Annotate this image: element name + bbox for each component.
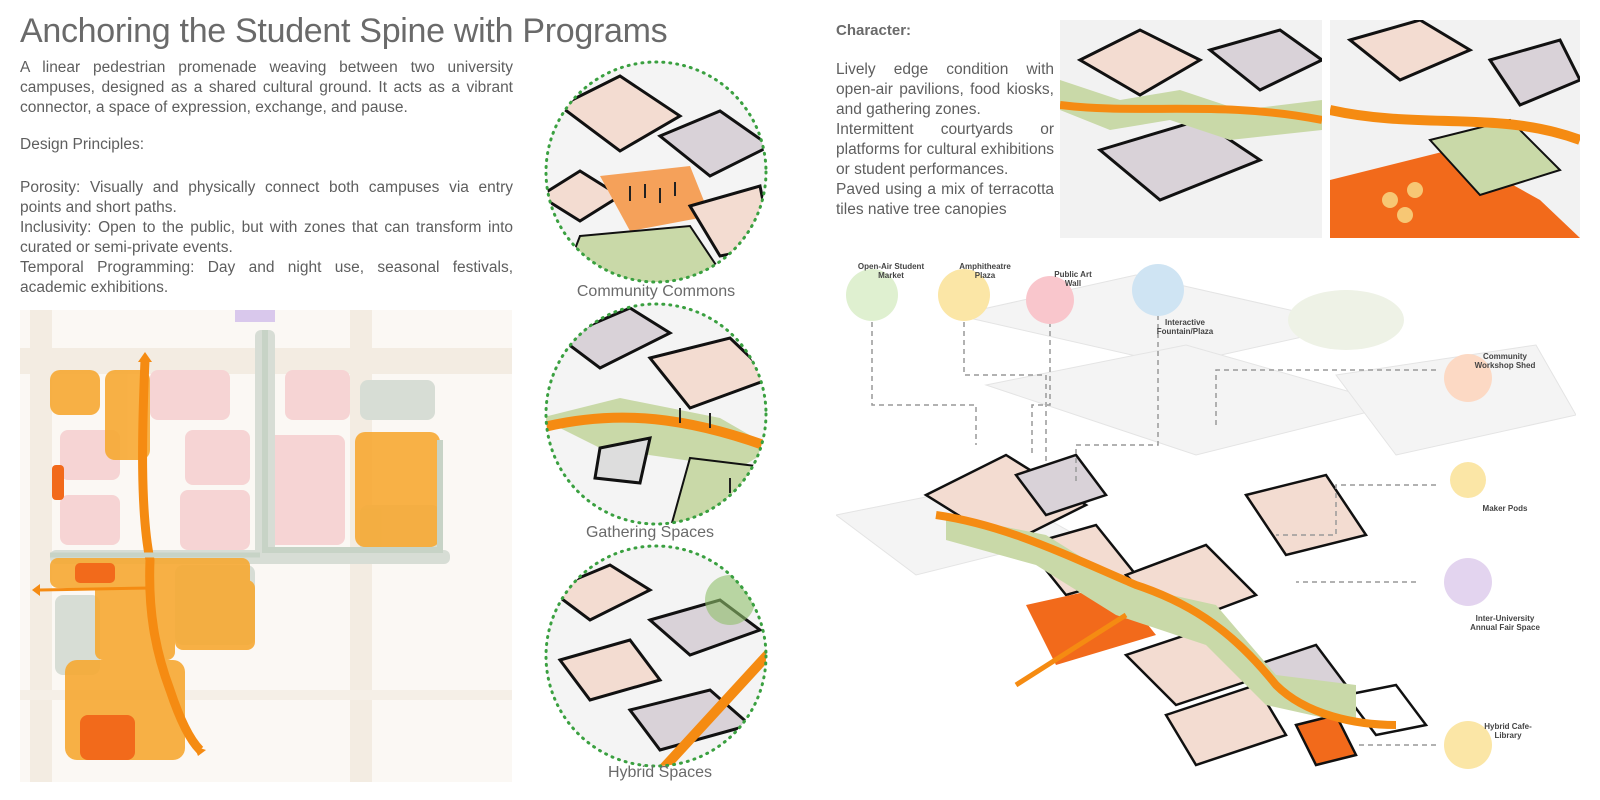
label-art-wall: Public Art Wall	[1054, 270, 1092, 288]
page-title: Anchoring the Student Spine with Program…	[20, 12, 668, 50]
vignette-caption-hybrid: Hybrid Spaces	[607, 764, 713, 781]
site-plan-map	[20, 310, 512, 782]
principle-porosity: Porosity: Visually and physically connec…	[20, 179, 513, 216]
label-cafe-library: Hybrid Cafe-Library	[1484, 722, 1532, 740]
character-list: Lively edge condition with open-air pavi…	[836, 60, 1054, 220]
label-student-market: Open-Air Student Market	[857, 262, 925, 280]
design-principles-heading: Design Principles:	[20, 136, 145, 153]
gathering-spaces-vignette	[544, 302, 768, 526]
vignette-caption-community: Community Commons	[576, 283, 736, 300]
principle-inclusivity: Inclusivity: Open to the public, but wit…	[20, 219, 513, 256]
label-fair-space: Inter-University Annual Fair Space	[1470, 614, 1540, 632]
label-amphitheatre: Amphitheatre Plaza	[959, 262, 1011, 280]
character-paving: Paved using a mix of terracotta tiles na…	[836, 181, 1054, 218]
character-edge: Lively edge condition with open-air pavi…	[836, 61, 1054, 118]
program-axonometric-diagram	[836, 255, 1576, 795]
label-maker-pods: Maker Pods	[1482, 504, 1528, 513]
vignette-caption-gathering: Gathering Spaces	[585, 524, 715, 541]
character-heading: Character:	[836, 22, 912, 39]
intro-paragraph: A linear pedestrian promenade weaving be…	[20, 59, 513, 116]
character-courtyards: Intermittent courtyards or platforms for…	[836, 121, 1054, 178]
label-workshop: Community Workshop Shed	[1474, 352, 1536, 370]
hybrid-spaces-vignette	[544, 544, 768, 768]
program-bubbles	[846, 264, 1492, 769]
design-principles-list: Porosity: Visually and physically connec…	[20, 178, 513, 298]
community-commons-vignette	[544, 60, 768, 284]
character-axonometric-1	[1060, 20, 1322, 238]
principle-temporal: Temporal Programming: Day and night use,…	[20, 259, 513, 296]
label-fountain: Interactive Fountain/Plaza	[1156, 318, 1214, 336]
character-axonometric-2	[1330, 20, 1580, 238]
